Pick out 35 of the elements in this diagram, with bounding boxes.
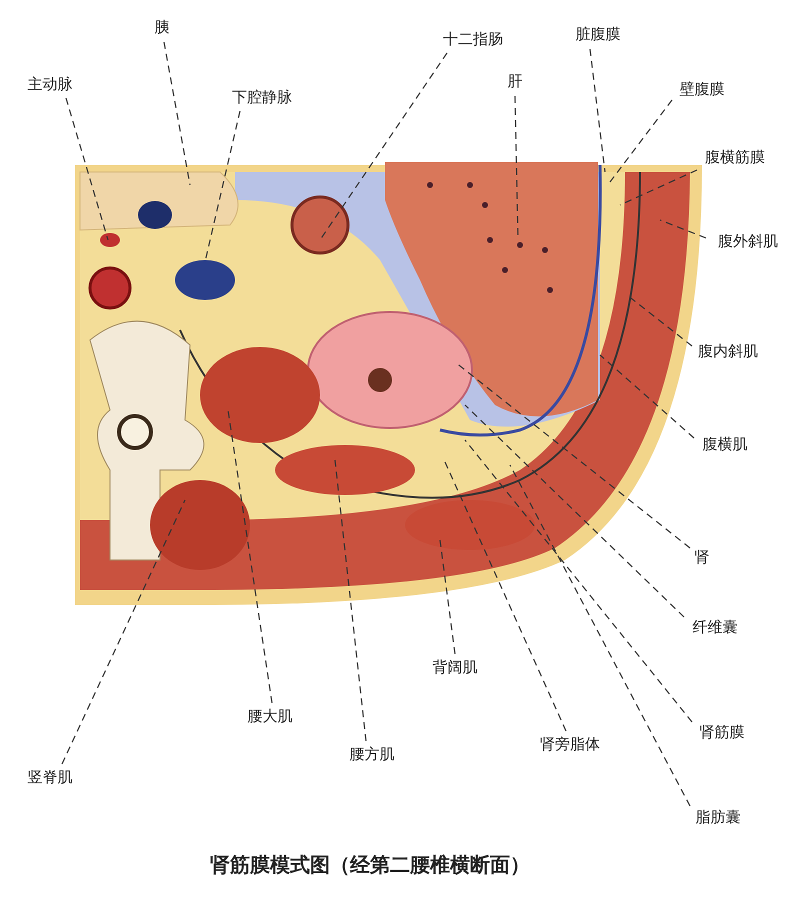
leader-line: [464, 440, 692, 722]
leader-line: [65, 98, 109, 240]
part-label: 壁腹膜: [680, 82, 724, 98]
part-label: 脏腹膜: [576, 26, 620, 44]
part-label: 肾: [694, 550, 710, 566]
figure-title: 肾筋膜模式图（经第二腰椎横断面）: [210, 853, 530, 878]
part-label: 腰方肌: [350, 746, 394, 764]
leader-line: [610, 100, 672, 182]
part-label: 腹外斜肌: [718, 234, 778, 250]
leader-line: [163, 42, 191, 186]
leader-line: [464, 404, 684, 618]
part-label: 腹内斜肌: [698, 344, 758, 360]
leader-line: [61, 500, 186, 764]
leader-line: [439, 540, 456, 654]
part-label: 背阔肌: [432, 660, 478, 676]
leader-line: [509, 464, 691, 806]
part-label: 腹横筋膜: [705, 150, 765, 166]
part-label: 肾筋膜: [700, 724, 744, 742]
part-label: 竖脊肌: [28, 770, 72, 786]
part-label: 主动脉: [28, 76, 72, 94]
part-label: 肾旁脂体: [540, 736, 600, 754]
leader-line: [589, 48, 606, 172]
leader-line: [444, 462, 567, 732]
part-label: 脂肪囊: [696, 810, 740, 826]
part-label: 腹横肌: [702, 436, 748, 454]
part-label: 下腔静脉: [232, 90, 292, 106]
part-label: 胰: [154, 20, 170, 36]
part-label: 腰大肌: [248, 708, 292, 726]
part-label: 纤维囊: [692, 620, 738, 636]
leader-line: [600, 354, 694, 438]
part-label: 十二指肠: [443, 32, 503, 48]
leader-line: [227, 410, 273, 704]
part-label: 肝: [508, 74, 522, 90]
leader-line: [334, 460, 367, 742]
leader-line: [320, 52, 448, 240]
